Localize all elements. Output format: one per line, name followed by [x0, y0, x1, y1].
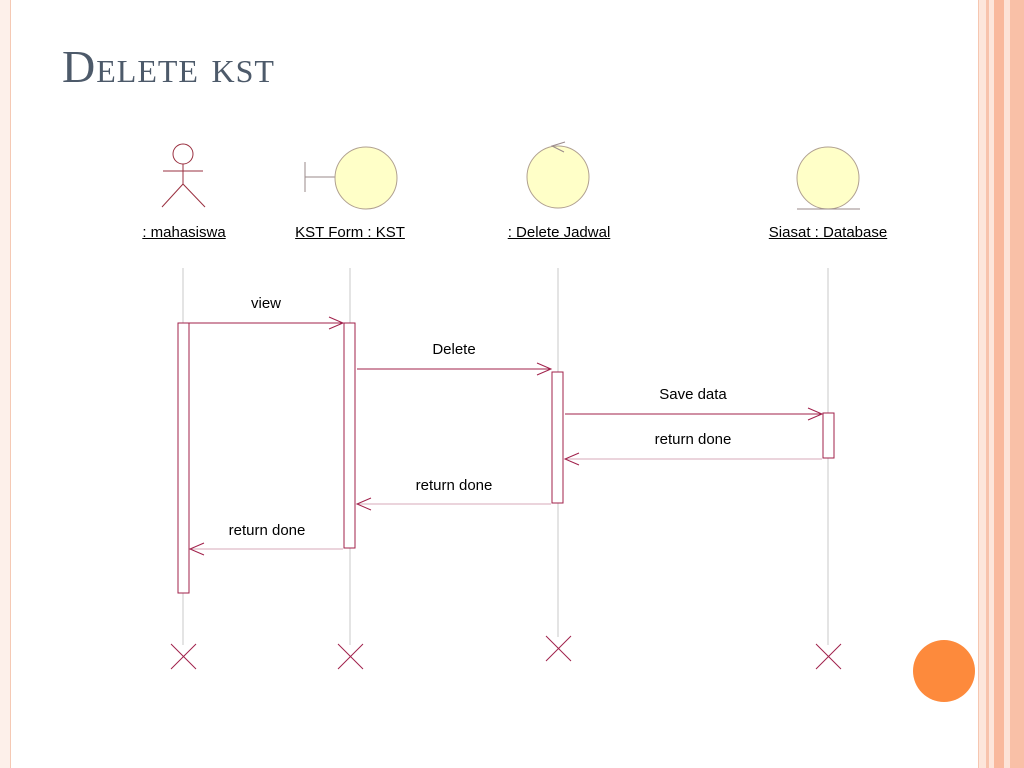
activation-kst-form: [343, 322, 356, 549]
destroy-mark-mahasiswa: [170, 643, 197, 670]
participant-label-siasat-db: Siasat : Database: [768, 224, 888, 241]
message-label-return-form: return done: [228, 522, 306, 539]
participant-label-mahasiswa: : mahasiswa: [142, 224, 226, 241]
message-arrow-view: [189, 316, 345, 330]
activation-delete-jadwal: [551, 371, 564, 504]
message-label-save-data: Save data: [659, 386, 727, 403]
message-arrow-return-form: [188, 542, 343, 556]
right-frame-stripes: [976, 0, 1024, 768]
control-delete-jadwal-icon: [526, 141, 590, 209]
entity-siasat-db-icon: [796, 146, 860, 210]
message-arrow-return-delete: [355, 497, 551, 511]
message-label-return-delete: return done: [415, 477, 493, 494]
activation-mahasiswa: [177, 322, 190, 594]
message-arrow-delete: [357, 362, 553, 376]
participant-label-kst-form: KST Form : KST: [295, 224, 405, 241]
message-label-return-db: return done: [654, 431, 732, 448]
message-label-delete: Delete: [432, 341, 476, 358]
actor-mahasiswa-icon: [161, 143, 206, 208]
destroy-mark-kst-form: [337, 643, 364, 670]
message-label-view: view: [250, 295, 282, 312]
boundary-kst-form-icon: [304, 146, 398, 210]
decorative-orange-dot: [913, 640, 975, 702]
destroy-mark-delete-jadwal: [545, 635, 572, 662]
participant-label-delete-jadwal: : Delete Jadwal: [507, 224, 611, 241]
activation-siasat-db: [822, 412, 835, 459]
message-arrow-return-db: [563, 452, 822, 466]
message-arrow-save-data: [565, 407, 824, 421]
slide-title: Delete kst: [62, 41, 275, 92]
destroy-mark-siasat-db: [815, 643, 842, 670]
left-frame-border: [0, 0, 11, 768]
